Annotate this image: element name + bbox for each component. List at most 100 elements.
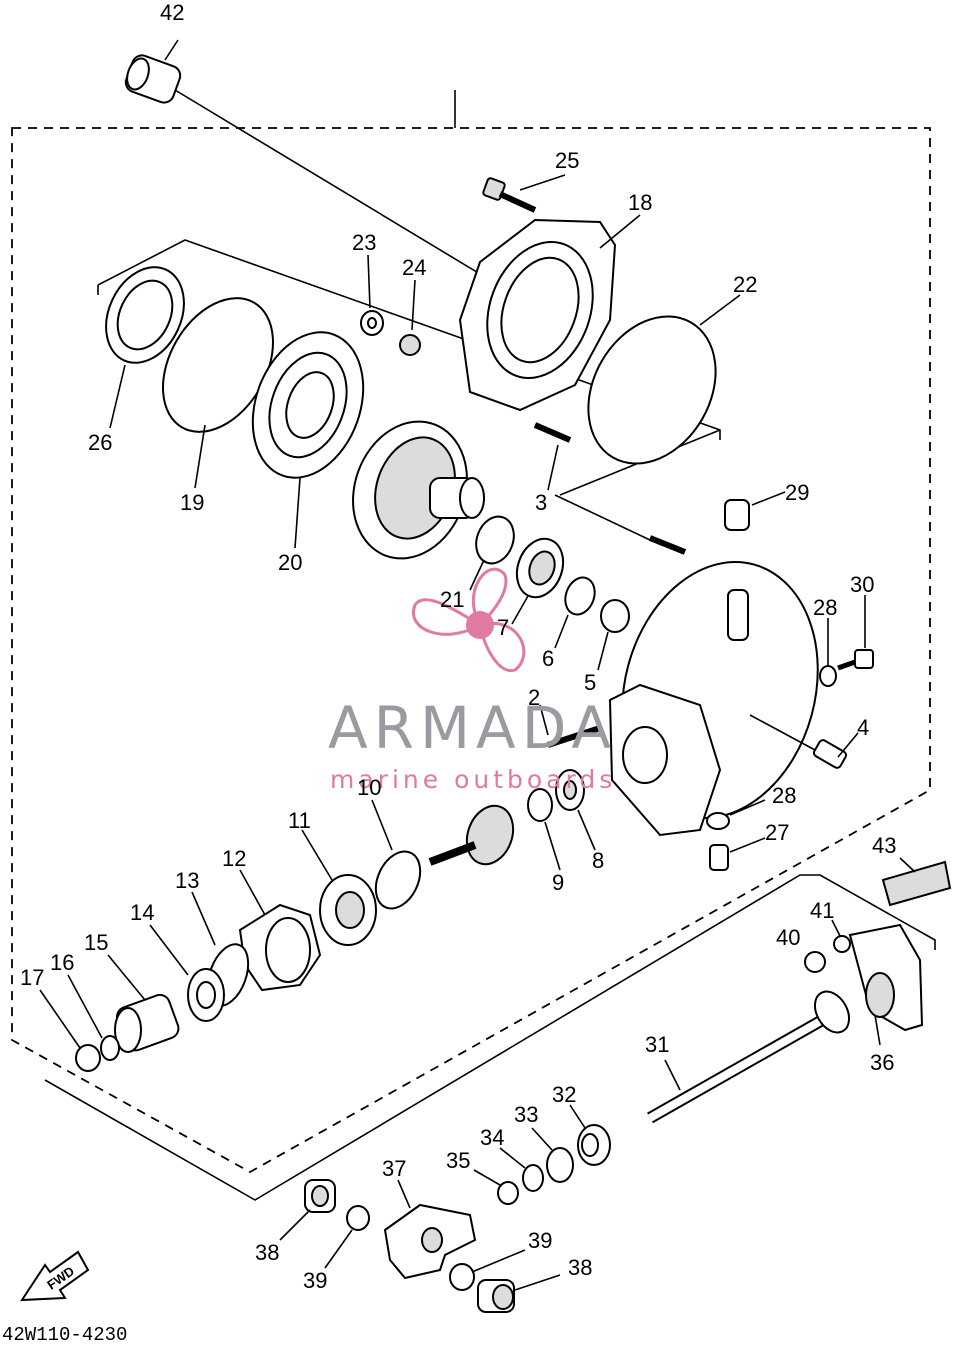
pinion-gear	[428, 804, 515, 866]
part-24-nut	[399, 279, 421, 356]
fwd-arrow-icon: FWD	[20, 1250, 90, 1302]
label-37: 37	[382, 1156, 406, 1181]
part-26-seal	[105, 266, 185, 429]
label-17: 17	[20, 965, 44, 990]
label-19: 19	[180, 490, 204, 515]
label-11: 11	[288, 808, 311, 833]
part-5-collar	[597, 599, 630, 671]
label-34: 34	[480, 1125, 504, 1150]
label-30: 30	[850, 572, 874, 597]
propeller-logo-icon	[411, 567, 526, 673]
watermark: ARMADA marine outboards	[328, 567, 617, 794]
part-23-nut	[360, 254, 384, 336]
part-37-universal-joint	[383, 1179, 477, 1280]
part-31-drive-shaft	[647, 990, 851, 1124]
label-23: 23	[352, 230, 376, 255]
label-21: 21	[440, 587, 464, 612]
assembly-boundary	[11, 127, 931, 1174]
part-10-shim	[371, 799, 422, 910]
part-38-bushing-left	[279, 1179, 336, 1241]
label-4: 4	[857, 715, 869, 740]
label-22: 22	[733, 272, 757, 297]
part-12-bearing-housing	[238, 869, 322, 992]
part-9-shim	[527, 788, 561, 871]
label-35: 35	[446, 1148, 470, 1173]
part-11-bearing	[301, 829, 377, 946]
label-7: 7	[497, 615, 509, 640]
label-38-left: 38	[255, 1240, 279, 1265]
watermark-tagline: marine outboards	[330, 765, 616, 794]
part-38-bushing-right	[477, 1274, 561, 1313]
label-3: 3	[535, 490, 547, 515]
part-2-stud	[539, 704, 601, 748]
part-22-o-ring	[587, 294, 741, 465]
label-28-upper: 28	[813, 595, 837, 620]
part-20-bearing	[251, 331, 365, 549]
label-43: 43	[872, 833, 896, 858]
part-39-washer-right	[449, 1249, 526, 1291]
part-36-damper-housing	[848, 923, 924, 1046]
label-41: 41	[810, 898, 834, 923]
label-6: 6	[542, 646, 554, 671]
label-2: 2	[528, 685, 540, 710]
part-18-cover-plate	[458, 214, 641, 412]
subgroup-bracket-lower	[44, 874, 936, 1201]
label-16: 16	[50, 950, 74, 975]
label-38-right: 38	[568, 1255, 592, 1280]
part-40-nut	[804, 951, 826, 973]
part-43-decal	[881, 857, 952, 907]
label-28-lower: 28	[772, 783, 796, 808]
label-8: 8	[592, 848, 604, 873]
ring-gear	[352, 420, 485, 560]
label-5: 5	[584, 670, 596, 695]
part-16-washer	[67, 974, 120, 1061]
part-39-washer-left	[324, 1205, 370, 1269]
part-17-nut	[39, 989, 101, 1072]
label-27: 27	[765, 820, 789, 845]
label-25: 25	[555, 148, 579, 173]
part-28-washer-lower	[706, 799, 766, 830]
label-26: 26	[88, 430, 112, 455]
part-30-bolt	[837, 595, 874, 671]
part-34-washer	[499, 1147, 544, 1192]
label-9: 9	[552, 870, 564, 895]
part-25-bolt	[482, 174, 566, 213]
part-14-seal	[149, 924, 225, 1022]
part-4-stud	[749, 714, 859, 769]
label-39-right: 39	[528, 1228, 552, 1253]
label-14: 14	[130, 900, 154, 925]
watermark-brand: ARMADA	[328, 694, 617, 762]
part-29-plug	[724, 491, 786, 531]
label-32: 32	[552, 1082, 576, 1107]
label-29: 29	[785, 480, 809, 505]
part-42-bushing	[124, 39, 491, 281]
gear-case-housing	[608, 561, 819, 837]
part-labels: 42 25 18 23 24 22 26 19 3 29 20 30 21 7 …	[20, 0, 896, 1293]
label-18: 18	[628, 190, 652, 215]
part-6-washer	[554, 576, 596, 649]
part-32-bushing	[569, 1104, 611, 1166]
label-40: 40	[776, 925, 800, 950]
label-36: 36	[870, 1050, 894, 1075]
part-27-drain-plug	[709, 837, 766, 871]
label-13: 13	[175, 868, 199, 893]
label-42: 42	[160, 0, 184, 25]
part-7-bearing	[511, 537, 565, 625]
part-15-collar	[107, 954, 180, 1053]
label-39-left: 39	[303, 1268, 327, 1293]
label-31: 31	[645, 1032, 669, 1057]
diagram-code: 42W110-4230	[2, 1324, 127, 1345]
label-12: 12	[222, 846, 246, 871]
part-28-washer-upper	[819, 618, 837, 687]
part-33-washer	[531, 1127, 574, 1183]
label-20: 20	[278, 550, 302, 575]
label-15: 15	[84, 930, 108, 955]
part-35-nut	[473, 1169, 519, 1205]
label-24: 24	[402, 255, 426, 280]
label-10: 10	[357, 775, 381, 800]
part-41-nut	[831, 919, 851, 953]
part-21-shim	[469, 515, 515, 591]
part-3-stud	[533, 422, 687, 555]
label-33: 33	[514, 1102, 538, 1127]
